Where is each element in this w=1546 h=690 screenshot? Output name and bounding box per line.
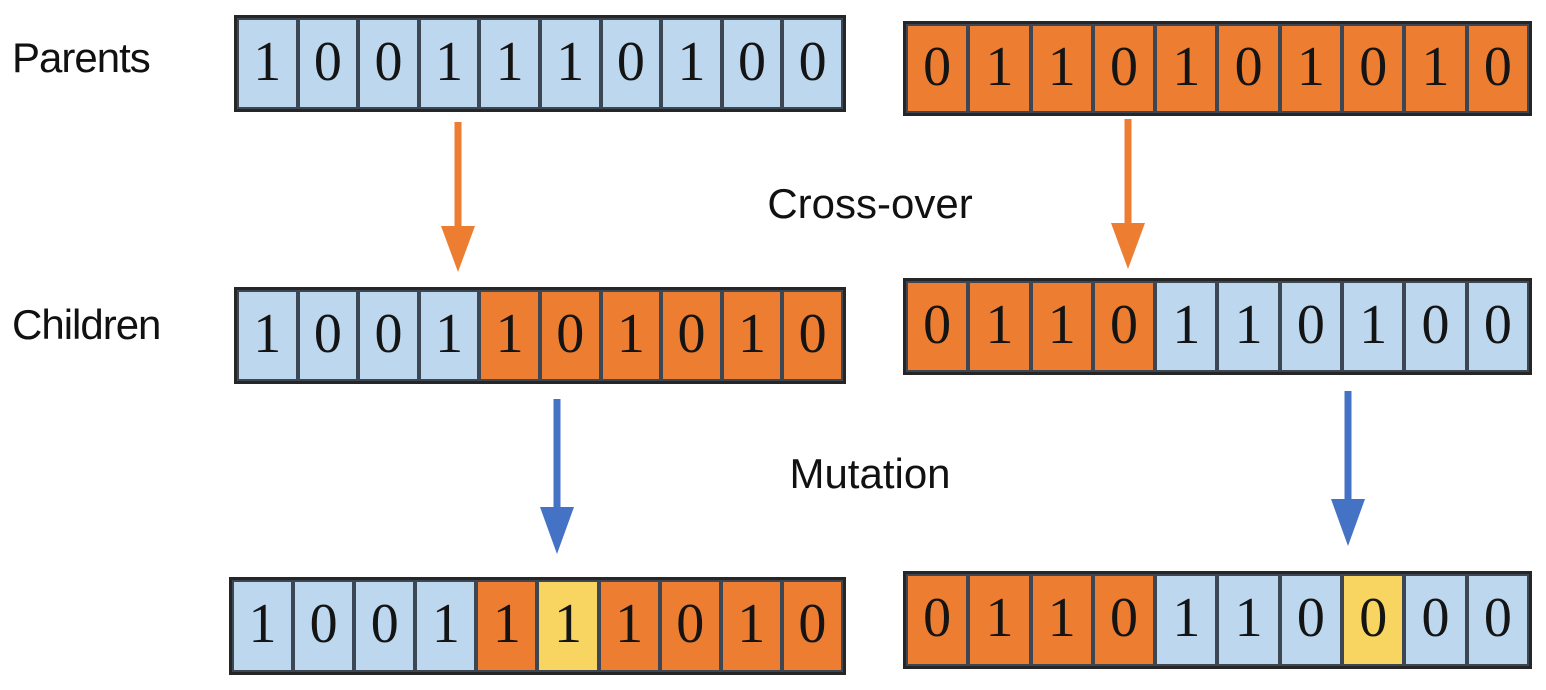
- gene-cell: 0: [539, 290, 601, 381]
- gene-cell: 0: [1342, 24, 1405, 113]
- gene-cell: 1: [418, 290, 480, 381]
- children-label: Children: [12, 301, 161, 348]
- gene-cell: 0: [782, 290, 843, 381]
- crossover-arrow-right: [1108, 119, 1148, 269]
- mutation-arrow-right: [1328, 391, 1368, 546]
- gene-cell: 0: [906, 574, 969, 666]
- gene-cell: 1: [232, 580, 294, 672]
- gene-cell: 1: [479, 18, 540, 109]
- gene-cell: 0: [1092, 574, 1156, 666]
- gene-cell: 1: [1030, 24, 1093, 113]
- crossover-arrow-left: [438, 122, 478, 272]
- gene-cell: 1: [237, 290, 298, 381]
- gene-cell: 1: [1155, 281, 1218, 372]
- gene-cell: 0: [358, 290, 419, 381]
- gene-cell: 0: [1092, 281, 1156, 372]
- gene-cell: 1: [1217, 281, 1280, 372]
- gene-cell: 0: [661, 290, 722, 381]
- gene-cell: 0: [781, 580, 843, 672]
- gene-cell: 0: [1217, 24, 1280, 113]
- parents-label: Parents: [12, 34, 151, 81]
- mutation-label: Mutation: [789, 450, 951, 497]
- down-arrow-icon: [540, 399, 574, 554]
- gene-cell: 1: [1155, 24, 1218, 113]
- gene-cell: 0: [600, 18, 662, 109]
- gene-cell: 0: [297, 290, 359, 381]
- gene-cell: 0: [358, 18, 419, 109]
- gene-cell: 0: [906, 281, 969, 372]
- gene-cell: 0: [1279, 574, 1343, 666]
- gene-cell: 1: [418, 18, 480, 109]
- down-arrow-icon: [1331, 391, 1365, 546]
- gene-cell: 0: [1466, 281, 1529, 372]
- gene-cell: 1: [720, 580, 782, 672]
- mutated-gene-cell: 0: [1342, 574, 1405, 666]
- child2-chromosome: 0 1 1 0 1 1 0 1 0 0: [903, 278, 1532, 375]
- gene-cell: 0: [354, 580, 416, 672]
- parent2-chromosome: 0 1 1 0 1 0 1 0 1 0: [903, 21, 1532, 116]
- gene-cell: 0: [293, 580, 355, 672]
- gene-cell: 0: [659, 580, 721, 672]
- mutated1-chromosome: 1 0 0 1 1 1 1 0 1 0: [229, 577, 846, 675]
- gene-cell: 0: [1404, 281, 1467, 372]
- gene-cell: 1: [476, 580, 538, 672]
- gene-cell: 1: [415, 580, 477, 672]
- gene-cell: 1: [539, 18, 601, 109]
- gene-cell: 1: [237, 18, 298, 109]
- gene-cell: 0: [297, 18, 359, 109]
- crossover-label: Cross-over: [767, 180, 973, 227]
- mutated2-chromosome: 0 1 1 0 1 1 0 0 0 0: [903, 571, 1532, 669]
- gene-cell: 0: [1466, 24, 1529, 113]
- gene-cell: 1: [598, 580, 660, 672]
- gene-cell: 0: [721, 18, 783, 109]
- gene-cell: 1: [1155, 574, 1218, 666]
- gene-cell: 1: [1342, 281, 1405, 372]
- gene-cell: 1: [600, 290, 662, 381]
- gene-cell: 0: [1092, 24, 1156, 113]
- gene-cell: 0: [782, 18, 843, 109]
- gene-cell: 1: [1030, 281, 1093, 372]
- down-arrow-icon: [1111, 119, 1145, 269]
- gene-cell: 1: [968, 24, 1031, 113]
- parent1-chromosome: 1 0 0 1 1 1 0 1 0 0: [234, 15, 846, 112]
- gene-cell: 0: [1404, 574, 1467, 666]
- mutated-gene-cell: 1: [537, 580, 599, 672]
- gene-cell: 0: [1466, 574, 1529, 666]
- down-arrow-icon: [441, 122, 475, 272]
- child1-chromosome: 1 0 0 1 1 0 1 0 1 0: [234, 287, 846, 384]
- gene-cell: 1: [1030, 574, 1093, 666]
- gene-cell: 1: [479, 290, 540, 381]
- gene-cell: 1: [968, 574, 1031, 666]
- gene-cell: 1: [721, 290, 783, 381]
- gene-cell: 1: [661, 18, 722, 109]
- mutation-arrow-left: [537, 399, 577, 554]
- gene-cell: 0: [906, 24, 969, 113]
- gene-cell: 1: [1404, 24, 1467, 113]
- gene-cell: 0: [1279, 281, 1343, 372]
- gene-cell: 1: [968, 281, 1031, 372]
- gene-cell: 1: [1279, 24, 1343, 113]
- gene-cell: 1: [1217, 574, 1280, 666]
